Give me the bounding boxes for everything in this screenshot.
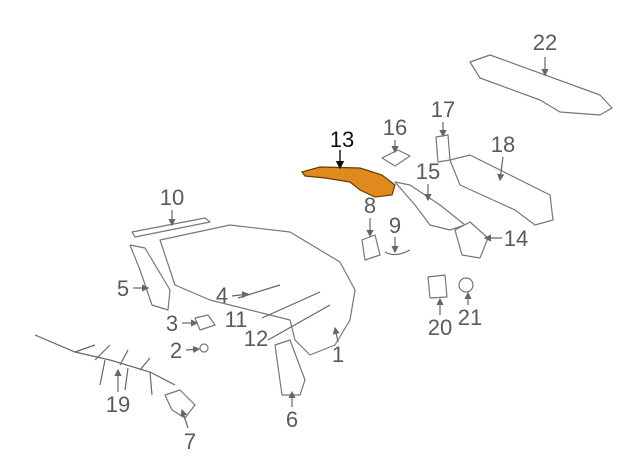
- callout-4: 4: [215, 283, 229, 308]
- callout-14: 14: [503, 226, 529, 251]
- callout-10: 10: [159, 185, 185, 210]
- part-10-strip: [131, 217, 211, 238]
- part-14-bracket: [454, 221, 489, 259]
- part-12-strip: [267, 304, 331, 341]
- arrow-1: [332, 326, 340, 343]
- part-11-strip: [261, 291, 321, 319]
- callout-20: 20: [427, 315, 453, 340]
- part-2-screw: [199, 343, 209, 353]
- callout-17: 17: [430, 97, 456, 122]
- part-9-sensor: [384, 249, 411, 256]
- callout-22: 22: [532, 30, 558, 55]
- part-1-bumper-cover: [159, 224, 356, 356]
- callout-19: 19: [105, 392, 131, 417]
- arrow-7: [180, 408, 189, 429]
- callout-16: 16: [382, 115, 408, 140]
- callout-15: 15: [415, 159, 441, 184]
- part-15-bracket: [394, 181, 466, 231]
- callout-2: 2: [169, 338, 183, 363]
- callout-9: 9: [388, 213, 402, 238]
- part-17-clip: [435, 134, 451, 163]
- part-16-block: [381, 149, 411, 167]
- callout-8: 8: [363, 193, 377, 218]
- part-22-spoiler: [469, 54, 613, 116]
- part-5-bracket: [129, 244, 171, 311]
- part-7-bracket: [164, 389, 196, 419]
- arrow-18: [497, 156, 505, 182]
- callout-5: 5: [116, 276, 130, 301]
- callout-7: 7: [183, 429, 197, 454]
- callout-3: 3: [165, 311, 179, 336]
- part-19-wiring-harness: [34, 334, 176, 396]
- arrow-4: [231, 291, 250, 299]
- callout-18: 18: [490, 132, 516, 157]
- callout-12: 12: [243, 326, 269, 351]
- part-18-bar: [449, 154, 554, 226]
- part-21-cap: [458, 277, 474, 293]
- part-13-bracket: [300, 166, 396, 198]
- part-20-switch: [427, 274, 448, 299]
- callout-11: 11: [224, 307, 248, 332]
- callout-1: 1: [331, 342, 345, 367]
- part-6-bracket: [274, 339, 306, 396]
- part-3-clip: [194, 314, 216, 331]
- callout-6: 6: [285, 407, 299, 432]
- callout-13: 13: [329, 127, 355, 152]
- callout-21: 21: [457, 305, 483, 330]
- arrow-2: [185, 345, 201, 354]
- part-8-cover: [361, 234, 381, 261]
